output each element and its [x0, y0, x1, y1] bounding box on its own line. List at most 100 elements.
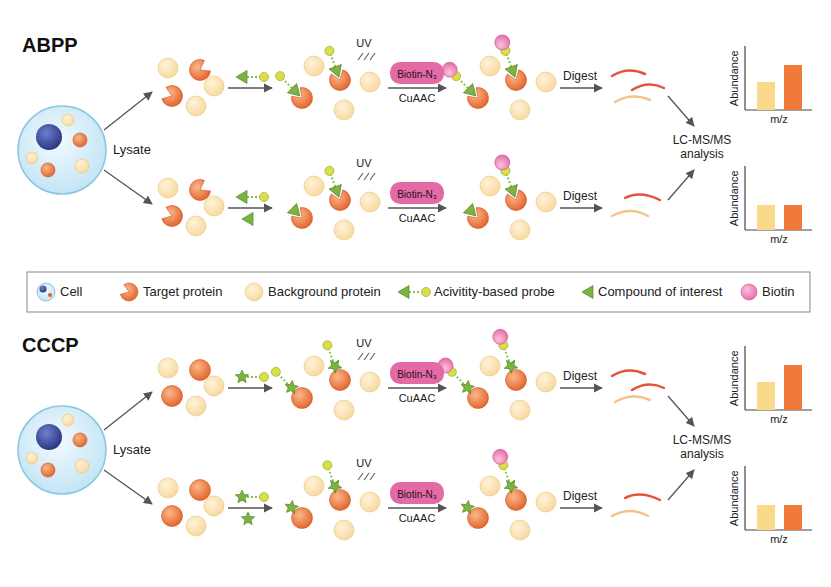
arrow: [104, 170, 152, 204]
background-protein: [75, 459, 89, 473]
background-protein: [62, 114, 74, 126]
background-protein: [186, 216, 206, 236]
axis-label: Abundance: [728, 470, 741, 526]
compound-triangle: [505, 65, 521, 80]
background-protein: [360, 372, 380, 392]
target-protein: [506, 490, 527, 511]
compound-star: [326, 358, 342, 375]
axis-label: Abundance: [728, 170, 741, 226]
legend-label: Background protein: [268, 285, 381, 300]
background-protein: [158, 478, 178, 498]
bar-target: [784, 205, 802, 230]
cell: [37, 283, 55, 301]
axis-label: Abundance: [728, 350, 741, 406]
background-protein: [204, 76, 224, 96]
target-protein: [190, 59, 211, 80]
arrow: [388, 207, 446, 208]
compound-triangle: [582, 286, 593, 299]
compound-star: [458, 499, 476, 517]
probe-tag: [260, 193, 269, 202]
background-protein: [334, 100, 354, 120]
background-protein: [510, 220, 530, 240]
probe-linker: [247, 76, 260, 78]
uv-label: UV: [356, 457, 371, 470]
target-protein: [120, 283, 138, 301]
probe-linker: [247, 496, 260, 498]
biotin-bead: [491, 327, 510, 346]
arrow: [560, 507, 602, 508]
arrow: [228, 207, 272, 208]
background-protein: [304, 476, 324, 496]
analysis-label: LC-MS/MS analysis: [668, 134, 736, 162]
background-protein: [26, 152, 38, 164]
peptide-fragment: [625, 494, 660, 500]
compound-star: [235, 370, 248, 383]
uv-ray: [364, 53, 369, 60]
peptide-fragment: [615, 96, 650, 102]
uv-ray: [370, 473, 375, 480]
probe: [582, 286, 593, 299]
legend-label: Biotin: [762, 285, 795, 300]
uv-ray: [364, 353, 369, 360]
bar-background: [757, 82, 775, 110]
step-label: Digest: [563, 370, 597, 384]
probe-linker: [247, 376, 260, 378]
axis-label: Abundance: [728, 50, 741, 106]
arrow: [560, 387, 602, 388]
probe: [242, 213, 253, 226]
reagent-label: Biotin-N₃: [397, 189, 437, 200]
uv-label: UV: [356, 157, 371, 170]
cell: [18, 106, 106, 194]
bar-background: [757, 382, 775, 410]
probe: [235, 490, 268, 503]
reaction-label: CuAAC: [399, 212, 436, 225]
probe: [491, 447, 521, 495]
bar-target: [784, 65, 802, 110]
uv-ray: [364, 473, 369, 480]
section-title: CCCP: [22, 334, 79, 357]
probe-tag: [324, 45, 336, 57]
compound-triangle: [236, 191, 247, 204]
bar-target: [784, 365, 802, 410]
reaction-label: CuAAC: [399, 512, 436, 525]
probe: [464, 204, 481, 221]
compound-star: [235, 490, 248, 503]
chart-axis: [744, 346, 745, 410]
step-label: Digest: [563, 490, 597, 504]
probe: [458, 499, 476, 517]
axis-label: m/z: [770, 533, 788, 546]
background-protein: [304, 356, 324, 376]
arrow: [388, 507, 446, 508]
biotin-bead: [493, 33, 512, 52]
compound-star: [458, 379, 476, 397]
peptide-fragment: [625, 194, 660, 200]
reagent-pill: Biotin-N₃: [390, 362, 444, 384]
background-protein: [334, 520, 354, 540]
axis-label: m/z: [770, 233, 788, 246]
arrow: [388, 387, 446, 388]
background-protein: [186, 96, 206, 116]
arrow: [104, 470, 152, 504]
target-protein: [73, 433, 87, 447]
target-protein: [330, 370, 351, 391]
probe: [322, 44, 345, 79]
compound-star: [282, 499, 300, 517]
probe-linker: [247, 196, 260, 198]
background-protein: [62, 414, 74, 426]
arrow: [104, 92, 152, 130]
background-protein: [158, 358, 178, 378]
uv-ray: [358, 473, 363, 480]
compound-triangle: [464, 84, 481, 101]
biotin-bead: [493, 153, 512, 172]
compound-star: [282, 379, 300, 397]
background-protein: [204, 196, 224, 216]
bar-background: [757, 505, 775, 530]
probe-linker: [331, 175, 335, 187]
target-protein: [73, 133, 87, 147]
probe-linker: [329, 349, 333, 361]
reagent-pill: Biotin-N₃: [390, 482, 444, 504]
background-protein: [186, 516, 206, 536]
step-label: Digest: [563, 190, 597, 204]
probe: [272, 68, 304, 100]
bar-target: [784, 505, 802, 530]
